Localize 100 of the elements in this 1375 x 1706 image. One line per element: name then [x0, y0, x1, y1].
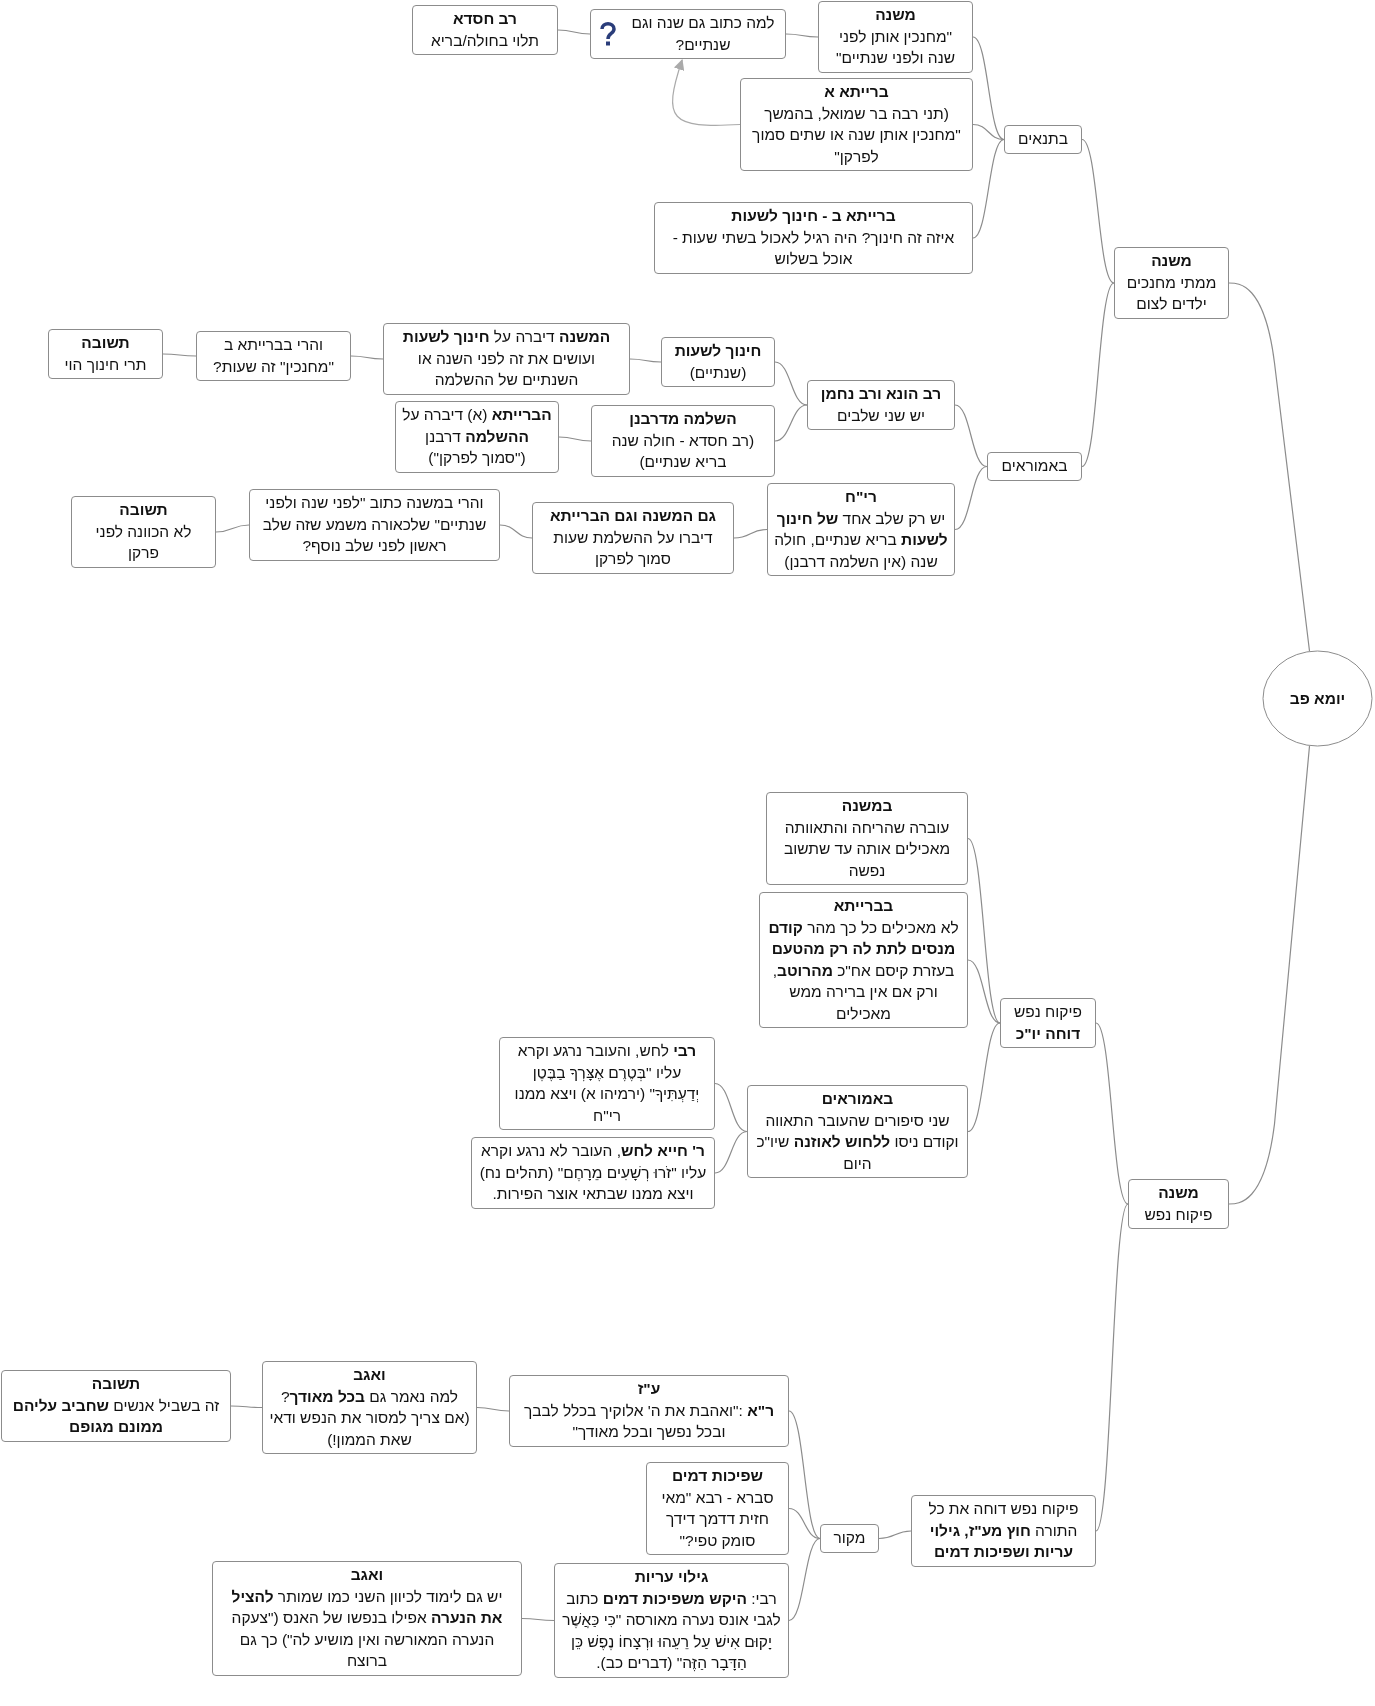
topic-box	[911, 1495, 1096, 1567]
connector-line	[714, 1082, 748, 1133]
topic-box	[646, 1462, 789, 1555]
heading-text: ואגב	[352, 1365, 387, 1385]
topic-box	[1114, 247, 1229, 319]
topic-box	[654, 202, 973, 274]
heading-text: שפיכות דמים	[671, 1466, 764, 1486]
connector-line	[230, 1405, 263, 1409]
body-text: זה בשביל אנשים שחביב עליהם ממונם מגופם	[11, 1395, 221, 1437]
connector-line	[954, 404, 988, 468]
heading-text: יומא פב	[1289, 688, 1346, 709]
heading-text: רב הונא ורב נחמן	[819, 384, 943, 404]
body-text: הברייתא (א) דיברה על ההשלמה דרבנן ("סמוך לפרקן")	[402, 405, 552, 468]
topic-box	[767, 483, 955, 576]
heading-text: בברייתא	[832, 896, 895, 916]
heading-text: רב חסדא	[452, 9, 518, 29]
topic-box	[747, 1085, 968, 1178]
heading-text: משנה	[874, 5, 917, 25]
connector-line	[972, 138, 1005, 239]
body-text: והרי בברייתא ב "מחנכין" זה שעות?	[212, 335, 335, 377]
body-text: המשנה דיברה על חינוך לשעות ועושים את זה לפני השנה או השנתיים של ההשלמה	[401, 327, 612, 390]
heading-text: השלמה מדרבנן	[628, 409, 738, 429]
topic-box	[212, 1561, 522, 1676]
body-text: רבי: היקש משפיכות דמים כתוב לגבי אונס נערה מאורסה "כִּי כַּאֲשֶׁר יָקוּם אִישׁ עַל רֵעֵהוּ וּרְצָחוֹ נֶפֶשׁ כֵּן הַדָּבָר הַזֶּה" (דברים כב).	[561, 1588, 782, 1674]
body-text: איזה זה חינוך? היה רגיל לאכול בשתי שעות - אוכל בשלוש	[671, 227, 956, 269]
heading-text: רי"ח	[844, 487, 878, 507]
heading-text: ברייתא א	[823, 82, 890, 102]
heading-text: תשובה	[118, 500, 169, 520]
arrow	[672, 58, 741, 126]
body-text: פיקוח נפש דוחה יו"כ	[1013, 1002, 1083, 1044]
heading-text: ברייתא ב - חינוך לשעות	[730, 206, 897, 226]
body-text: שני סיפורים שהעובר התאווה וקודם ניסו ללחוש לאוזנה שיו"כ היום	[755, 1110, 960, 1174]
connector-line	[788, 1507, 821, 1540]
heading-text: במשנה	[840, 796, 894, 816]
body-text: ר"א :"ואהבת את ה' אלוקיך בכלל לבבך ובכל נפשך ובכל מאודך"	[522, 1400, 776, 1442]
topic-box	[471, 1137, 715, 1209]
connector-line	[521, 1617, 555, 1622]
heading-text: תשובה	[90, 1374, 142, 1394]
connector-line	[557, 29, 591, 35]
body-text: (שנתיים)	[688, 362, 748, 383]
topic-box	[554, 1563, 789, 1678]
connector-line	[558, 436, 592, 442]
heading-text: ע"ז	[636, 1379, 662, 1399]
topic-box	[818, 1, 973, 73]
topic-box	[759, 892, 968, 1028]
topic-box	[766, 792, 968, 885]
topic-box	[820, 1524, 879, 1553]
body-text: ר' חייא לחש, העובר לא נרגע וקרא עליו "זֹרוּ רְשָׁעִים מֵרָחֶם" (תהלים נח) ויצא ממנו שבתאי אוצר הפירות.	[478, 1141, 708, 1204]
connector-line	[714, 1130, 748, 1174]
heading-text: תשובה	[80, 333, 131, 353]
body-text: "מחנכין אותן לפני שנה ולפני שנתיים"	[834, 26, 956, 68]
connector-line	[1228, 745, 1311, 1205]
topic-box	[1, 1370, 231, 1442]
connector-line	[788, 1537, 821, 1622]
connector-line	[1095, 1203, 1129, 1532]
body-text: (רב חסדא - חולה שנה בריא שנתיים)	[610, 430, 756, 472]
connector-line	[350, 355, 384, 360]
topic-box	[196, 331, 351, 381]
heading-text: ואגב	[349, 1565, 385, 1585]
topic-circle	[1262, 650, 1373, 747]
topic-box	[740, 78, 973, 171]
connector-line	[774, 404, 808, 442]
body-text: סברא - רבא "מאי חזית דדמך דידך סומק טפי?"	[660, 1487, 775, 1551]
heading-text: חינוך לשעות	[673, 341, 763, 361]
connector-line	[972, 123, 1005, 141]
body-text: והרי במשנה כתוב "לפני שנה ולפני שנתיים" שלכאורה משמע שזה שלב ראשון לפני שלב נוסף?	[261, 493, 488, 556]
topic-box	[661, 337, 775, 387]
connector-line	[1081, 282, 1115, 468]
heading-text: משנה	[1157, 1183, 1200, 1203]
body-text: עוברה שהריחה והתאוותה מאכילים אותה עד שתשוב נפשה	[782, 817, 952, 881]
body-text: פיקוח נפש	[1143, 1204, 1214, 1225]
body-text: מקור	[832, 1528, 867, 1548]
connector-line	[954, 465, 988, 531]
connector-line	[774, 361, 808, 406]
connector-line	[967, 837, 1001, 1024]
body-text: דיברו על ההשלמת שעות סמוך לפרקן	[552, 527, 714, 569]
body-text: למה כתוב גם שנה וגם שנתיים?	[630, 13, 776, 55]
topic-box	[1000, 998, 1096, 1048]
body-text: יש שני שלבים	[835, 405, 926, 426]
body-text: בתנאים	[1017, 129, 1069, 149]
connector-line	[878, 1530, 912, 1540]
connector-line	[1095, 1022, 1129, 1205]
topic-box	[499, 1037, 715, 1130]
connector-line	[1228, 282, 1311, 652]
connector-line	[499, 524, 533, 539]
topic-box	[532, 502, 734, 574]
heading-text: באמוראים	[820, 1089, 895, 1109]
body-text: באמוראים	[1000, 456, 1069, 476]
connector-line	[1081, 138, 1115, 284]
connector-line	[967, 959, 1001, 1024]
connector-line	[476, 1406, 510, 1412]
heading-text: גם המשנה וגם הברייתא	[548, 506, 718, 526]
connector-line	[733, 528, 768, 539]
topic-box	[383, 323, 630, 395]
connector-line	[162, 353, 197, 357]
topic-box	[807, 380, 955, 430]
body-text: (תני רבה בר שמואל, בהמשך "מחנכין אותן שנה או שתים סמוך לפרקן"	[751, 103, 962, 167]
connector-line	[785, 33, 819, 38]
topic-box	[71, 496, 216, 568]
body-text: יש גם לימוד לכיוון השני כמו שמותר להציל את הנערה אפילו בנפשו של האנס ("צעקה הנערה המאורשה ואין מושיע לה") כך גם ברוצח	[230, 1586, 504, 1671]
